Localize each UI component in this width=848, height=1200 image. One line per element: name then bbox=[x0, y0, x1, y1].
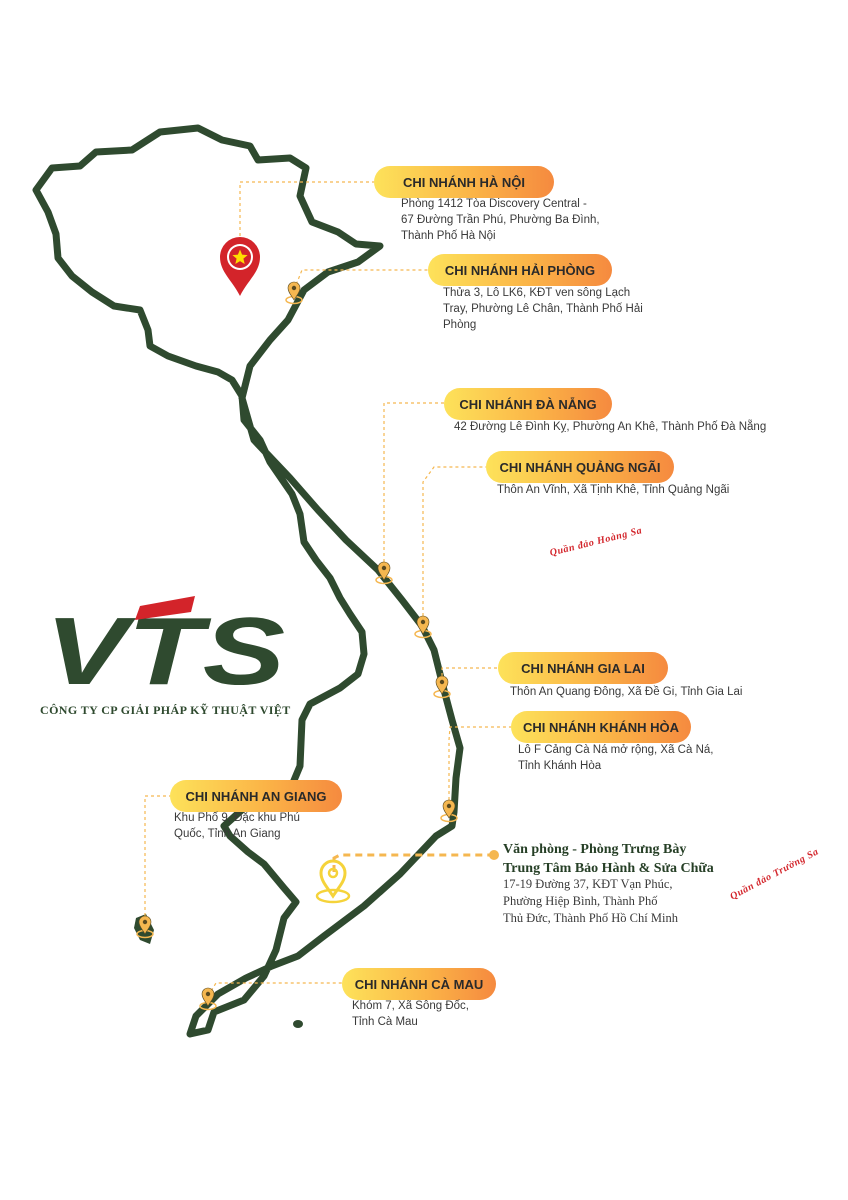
connector-quang-ngai bbox=[422, 466, 486, 622]
branch-pill-ca-mau: CHI NHÁNH CÀ MAU bbox=[342, 968, 496, 1000]
branch-address-an-giang: Khu Phố 9, Đặc khu Phú Quốc, Tỉnh An Gia… bbox=[174, 810, 300, 842]
branch-pill-hai-phong: CHI NHÁNH HẢI PHÒNG bbox=[428, 254, 612, 286]
connector-gia-lai bbox=[441, 667, 498, 682]
vietnam-outline bbox=[32, 124, 464, 1038]
address-line: Khóm 7, Xã Sông Đốc, bbox=[352, 1000, 469, 1012]
address-line: Khu Phố 9, Đặc khu Phú bbox=[174, 812, 300, 824]
address-line: Thành Phố Hà Nội bbox=[401, 230, 496, 242]
address-line: Quốc, Tỉnh An Giang bbox=[174, 828, 281, 840]
hq-title: Văn phòng - Phòng Trưng Bày Trung Tâm Bả… bbox=[503, 840, 714, 878]
address-line: 67 Đường Trần Phú, Phường Ba Đình, bbox=[401, 214, 600, 226]
branch-address-ca-mau: Khóm 7, Xã Sông Đốc, Tỉnh Cà Mau bbox=[352, 998, 469, 1030]
location-pin-icon bbox=[285, 281, 303, 305]
connector-an-giang bbox=[144, 795, 170, 922]
address-line: Phòng bbox=[443, 319, 477, 331]
branch-pill-khanh-hoa: CHI NHÁNH KHÁNH HÒA bbox=[511, 711, 691, 743]
logo-red-accent bbox=[135, 596, 195, 620]
location-pin-icon bbox=[433, 675, 451, 699]
connector-ha-noi bbox=[239, 181, 374, 236]
branch-pill-quang-ngai: CHI NHÁNH QUẢNG NGÃI bbox=[486, 451, 674, 483]
location-pin-icon bbox=[414, 615, 432, 639]
branch-pill-an-giang: CHI NHÁNH AN GIANG bbox=[170, 780, 342, 812]
branch-address-khanh-hoa: Lô F Cảng Cà Ná mở rộng, Xã Cà Ná, Tỉnh … bbox=[518, 742, 713, 774]
branch-pill-ha-noi: CHI NHÁNH HÀ NỘI bbox=[374, 166, 554, 198]
branch-address-hai-phong: Thửa 3, Lô LK6, KĐT ven sông Lạch Tray, … bbox=[443, 285, 643, 333]
location-pin-icon bbox=[136, 915, 154, 939]
branch-address-da-nang: 42 Đường Lê Đình Kỵ, Phường An Khê, Thàn… bbox=[454, 419, 766, 435]
connector-hq bbox=[332, 853, 496, 872]
location-pin-icon bbox=[375, 561, 393, 585]
address-line: 42 Đường Lê Đình Kỵ, Phường An Khê, Thàn… bbox=[454, 421, 767, 433]
branch-pill-da-nang: CHI NHÁNH ĐÀ NẴNG bbox=[444, 388, 612, 420]
branch-address-quang-ngai: Thôn An Vĩnh, Xã Tịnh Khê, Tỉnh Quảng Ng… bbox=[497, 482, 729, 498]
location-pin-icon bbox=[199, 987, 217, 1011]
company-name: CÔNG TY CP GIẢI PHÁP KỸ THUẬT VIỆT bbox=[40, 703, 291, 717]
address-line: Thôn An Vĩnh, Xã Tịnh Khê, Tỉnh Quảng Ng… bbox=[497, 484, 730, 496]
address-line: Thửa 3, Lô LK6, KĐT ven sông Lạch bbox=[443, 287, 631, 299]
hq-address-line: 17-19 Đường 37, KĐT Vạn Phúc, bbox=[503, 877, 673, 891]
vts-logo: VTS bbox=[45, 596, 285, 690]
hq-title-line: Trung Tâm Bảo Hành & Sửa Chữa bbox=[503, 861, 714, 876]
flag-pin-icon bbox=[220, 237, 260, 296]
con-dao-island bbox=[293, 1020, 303, 1028]
hq-address-line: Thủ Đức, Thành Phố Hồ Chí Minh bbox=[503, 911, 678, 925]
hq-title-line: Văn phòng - Phòng Trưng Bày bbox=[503, 842, 687, 857]
address-line: Phòng 1412 Tòa Discovery Central - bbox=[401, 198, 587, 210]
address-line: Lô F Cảng Cà Ná mở rộng, Xã Cà Ná, bbox=[518, 744, 714, 756]
hq-address-line: Phường Hiệp Bình, Thành Phố bbox=[503, 894, 658, 908]
connector-da-nang bbox=[383, 402, 444, 568]
location-pin-icon bbox=[440, 799, 458, 823]
hq-location-pin-icon bbox=[315, 859, 351, 904]
branch-pill-gia-lai: CHI NHÁNH GIA LAI bbox=[498, 652, 668, 684]
hq-connector-dot bbox=[489, 850, 499, 860]
hq-address: 17-19 Đường 37, KĐT Vạn Phúc, Phường Hiệ… bbox=[503, 876, 678, 927]
connector-khanh-hoa bbox=[448, 726, 511, 806]
branch-address-gia-lai: Thôn An Quang Đông, Xã Đề Gi, Tỉnh Gia L… bbox=[510, 684, 742, 700]
address-line: Thôn An Quang Đông, Xã Đề Gi, Tỉnh Gia L… bbox=[510, 686, 743, 698]
address-line: Tray, Phường Lê Chân, Thành Phố Hải bbox=[443, 303, 643, 315]
address-line: Tỉnh Cà Mau bbox=[352, 1016, 418, 1028]
address-line: Tỉnh Khánh Hòa bbox=[518, 760, 602, 772]
branch-address-ha-noi: Phòng 1412 Tòa Discovery Central - 67 Đư… bbox=[401, 196, 600, 244]
